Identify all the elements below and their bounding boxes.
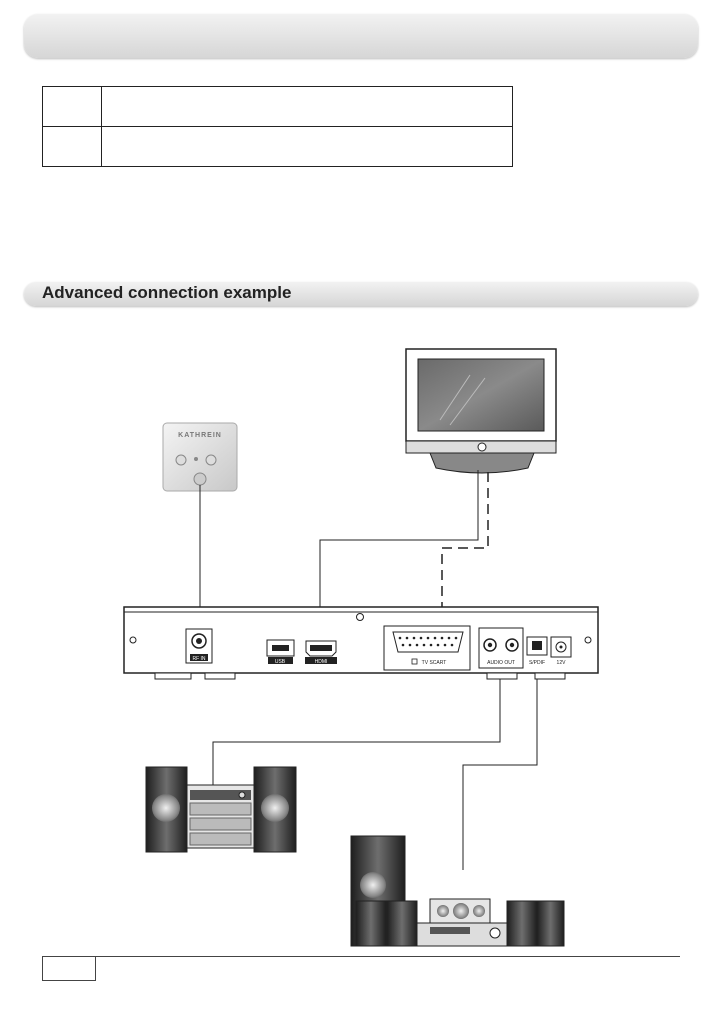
cables <box>199 470 538 870</box>
page-number-box <box>42 956 96 981</box>
stereo-system <box>145 766 297 853</box>
hdmi-cable <box>319 470 479 646</box>
power-label: 12V <box>557 660 567 666</box>
note-table <box>42 86 513 167</box>
note-text-cell <box>101 86 513 127</box>
antenna-wall-socket: KATHREIN <box>162 422 238 492</box>
spdif-label: S/PDIF <box>529 660 545 666</box>
section-title: Advanced connection example <box>42 283 292 302</box>
usb-label: USB <box>275 659 286 665</box>
audio-out-label: AUDIO OUT <box>487 660 515 666</box>
home-theater-system <box>350 835 565 947</box>
hdmi-label: HDMI <box>315 659 328 665</box>
footer-rule <box>42 956 680 957</box>
section-header-bar <box>24 282 698 306</box>
scart-label: TV SCART <box>422 660 447 666</box>
scart-cable <box>441 470 489 628</box>
note-icon-cell <box>42 126 102 167</box>
note-text-cell <box>101 126 513 167</box>
tv-set <box>405 348 557 474</box>
audio-cable <box>212 674 501 785</box>
note-row <box>42 86 513 127</box>
receiver-rear-panel: RF IN USB HDMI TV SCART AUDIO OUT <box>123 606 599 680</box>
note-icon-cell <box>42 86 102 127</box>
rf-in-label: RF IN <box>192 656 205 662</box>
top-header-bar <box>24 14 698 58</box>
spdif-cable <box>462 674 538 870</box>
socket-brand: KATHREIN <box>178 432 222 439</box>
note-row <box>42 126 513 167</box>
